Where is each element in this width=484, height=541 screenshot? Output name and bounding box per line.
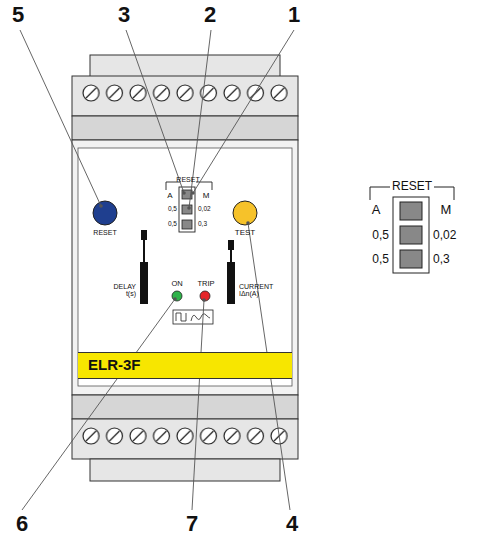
- slider-label: DELAY t(s): [106, 283, 136, 298]
- device-model: ELR-3F: [88, 357, 282, 374]
- name-band: ELR-3F: [78, 352, 292, 379]
- switch-position: A: [372, 203, 381, 217]
- current-value: 0,3: [198, 221, 207, 228]
- delay-value: 0,5: [372, 253, 389, 266]
- callout-number: 3: [118, 3, 130, 26]
- current-value: 0,02: [433, 229, 456, 242]
- led-label: ON: [171, 280, 182, 288]
- current-value: 0,3: [433, 253, 450, 266]
- switch-position: A: [167, 192, 172, 200]
- switch-title: RESET: [176, 176, 199, 183]
- switch-position: M: [203, 192, 210, 200]
- callout-number: 4: [286, 512, 298, 535]
- callout-number: 6: [16, 512, 28, 535]
- delay-value: 0,5: [372, 229, 389, 242]
- callout-number: 1: [288, 3, 300, 26]
- inset-switch-title: RESET: [392, 180, 432, 193]
- current-value: 0,02: [198, 206, 211, 213]
- callout-number: 2: [204, 3, 216, 26]
- slider-label: CURRENT IΔn(A): [239, 283, 291, 298]
- delay-value: 0,5: [168, 221, 177, 228]
- led-label: TRIP: [197, 280, 214, 288]
- delay-value: 0,5: [168, 206, 177, 213]
- switch-position: M: [441, 203, 452, 217]
- button-label: TEST: [235, 229, 255, 237]
- callout-number: 7: [186, 512, 198, 535]
- button-label: RESET: [93, 229, 116, 236]
- callout-number: 5: [12, 3, 24, 26]
